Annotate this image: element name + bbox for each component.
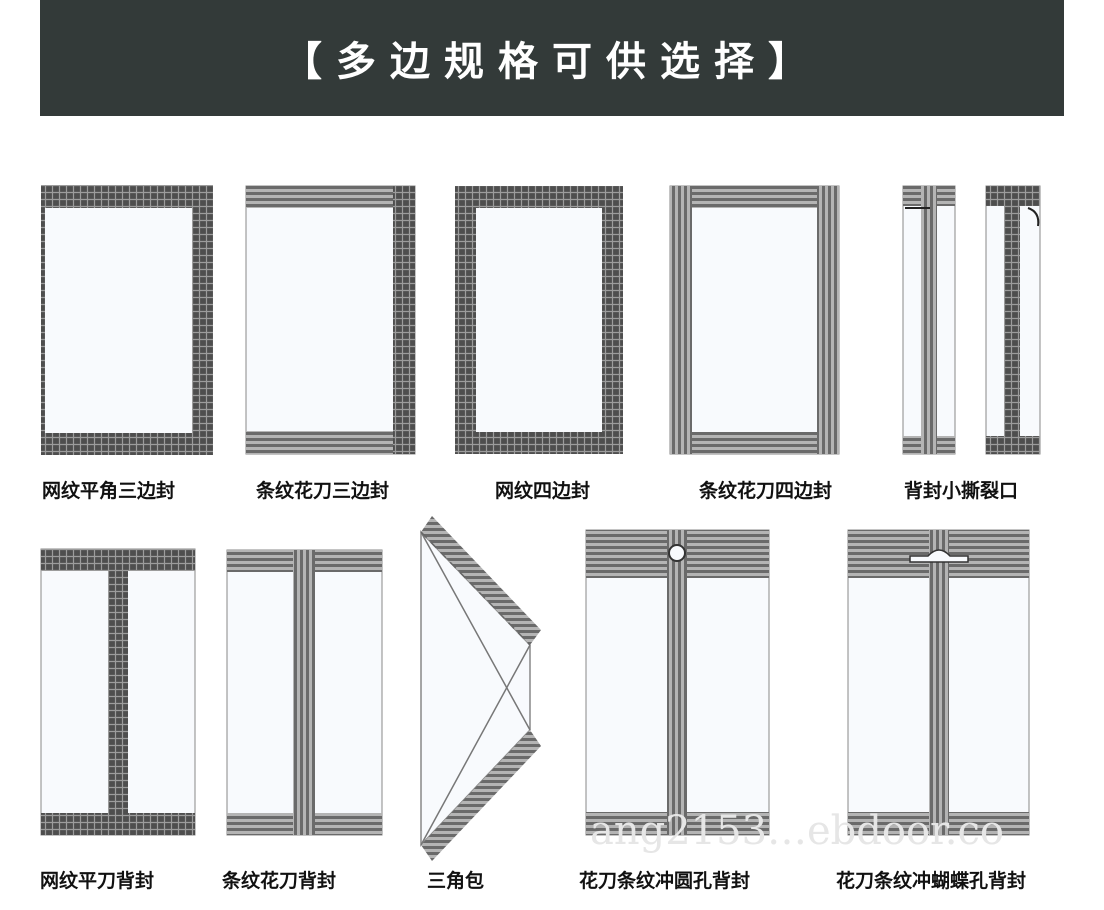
mesh-four-side-seal-bag-icon [455, 186, 623, 454]
item-label: 网纹平角三边封 [42, 480, 176, 502]
triangle-pouch-icon [420, 516, 541, 861]
item-label: 三角包 [427, 870, 485, 892]
mesh-flat-three-side-seal-bag-icon [41, 185, 213, 455]
striped-serrated-three-side-seal-bag-icon [245, 185, 416, 455]
item-label: 条纹花刀四边封 [699, 480, 833, 502]
item-label: 条纹花刀背封 [222, 870, 337, 892]
butterfly-hole-back-seal-bag-icon [847, 529, 1030, 836]
item-label: 背封小撕裂口 [904, 480, 1019, 502]
item-label: 花刀条纹冲圆孔背封 [579, 870, 751, 892]
item-label: 网纹平刀背封 [40, 870, 155, 892]
striped-serrated-four-side-seal-bag-icon [669, 185, 840, 455]
round-hole-back-seal-bag-icon [585, 529, 770, 836]
back-seal-tear-notch-bag-icon [902, 185, 1041, 455]
watermark: ang2153…ebdoor.co [590, 808, 1004, 854]
mesh-flat-back-seal-bag-icon [40, 548, 196, 836]
striped-serrated-back-seal-bag-icon [226, 549, 383, 836]
item-label: 花刀条纹冲蝴蝶孔背封 [836, 870, 1027, 892]
item-label: 网纹四边封 [495, 480, 591, 502]
item-label: 条纹花刀三边封 [256, 480, 390, 502]
header-banner: 【多边规格可供选择】 [40, 0, 1064, 116]
page-title: 【多边规格可供选择】 [282, 39, 822, 85]
